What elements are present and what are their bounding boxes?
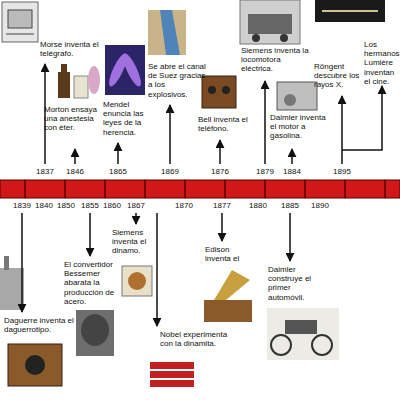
year-label: 1879 — [256, 167, 274, 176]
event-label: El convertidor Bessemer abarata la produ… — [64, 260, 120, 306]
phonograph-picture — [204, 270, 252, 322]
year-label: 1877 — [213, 201, 231, 210]
year-label: 1860 — [103, 201, 121, 210]
year-label: 1839 — [13, 201, 31, 210]
year-label: 1840 — [35, 201, 53, 210]
xray-lamp-picture — [315, 0, 385, 22]
year-label: 1870 — [175, 201, 193, 210]
year-label: 1846 — [66, 167, 84, 176]
locomotive-picture — [240, 0, 300, 44]
year-label: 1885 — [281, 201, 299, 210]
year-label: 1895 — [333, 167, 351, 176]
daguerreotype-camera-picture — [8, 344, 62, 386]
event-label: Nobel experimenta con la dinamita. — [160, 330, 236, 348]
year-label: 1867 — [127, 201, 145, 210]
event-label: Daimler construye el primer automóvil. — [268, 265, 326, 302]
year-label: 1865 — [109, 167, 127, 176]
year-label: 1876 — [211, 167, 229, 176]
ether-bottles-picture — [58, 64, 100, 98]
year-label: 1869 — [161, 167, 179, 176]
event-label: Edison inventa el — [205, 245, 249, 263]
event-label: Morton ensaya una anestesia con éter. — [44, 105, 100, 133]
year-label: 1884 — [283, 167, 301, 176]
event-label: Bell inventa el teléfono. — [198, 115, 258, 133]
timeline-bar — [0, 180, 400, 198]
event-label: Daguerre inventa el daguerrotipo. — [4, 316, 82, 334]
event-label: Siemens inventa la locomotora eléctrica. — [241, 46, 311, 74]
telephone-picture — [202, 76, 236, 108]
year-label: 1837 — [36, 167, 54, 176]
event-label: Los hermanos Lumière inventan el cine. — [364, 40, 399, 86]
dynamite-picture — [150, 362, 194, 387]
event-label: Mendel enuncia las leyes de la herencia. — [103, 100, 149, 137]
chromosome-picture — [105, 45, 145, 95]
year-label: 1880 — [249, 201, 267, 210]
event-label: Se abre el canal de Suez gracias a los e… — [148, 62, 206, 99]
year-label: 1855 — [81, 201, 99, 210]
automobile-picture — [267, 308, 339, 360]
telegraph-picture — [2, 2, 38, 42]
year-label: 1850 — [57, 201, 75, 210]
event-label: Morse inventa el telégrafo. — [40, 40, 112, 58]
year-label: 1890 — [311, 201, 329, 210]
event-label: Röngent descubre los rayos X. — [314, 62, 362, 90]
dynamo-picture — [122, 266, 152, 296]
event-label: Daimler inventa el motor a gasolina. — [270, 113, 334, 141]
suez-canal-picture — [148, 10, 186, 55]
engine-picture — [277, 82, 317, 110]
factory-picture — [0, 256, 24, 310]
event-label: Siemens inventa el dinamo. — [112, 228, 152, 256]
timeline-arrows — [22, 64, 382, 326]
bessemer-converter-picture — [76, 310, 114, 356]
